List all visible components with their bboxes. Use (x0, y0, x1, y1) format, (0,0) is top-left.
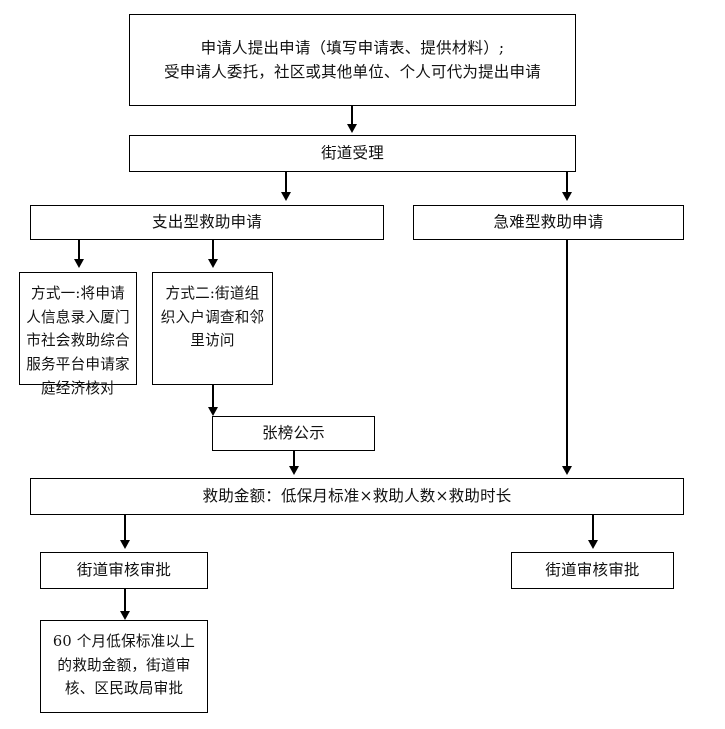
node-public-posting-label: 张榜公示 (262, 424, 325, 443)
node-emergency-type-application-label: 急难型救助申请 (493, 213, 604, 232)
arrowhead-amount-to-street-review-left (119, 540, 130, 549)
connector-amount-to-street-review-left (124, 515, 126, 542)
node-expenditure-type-application: 支出型救助申请 (30, 205, 384, 240)
arrowhead-expenditure-to-method-one (73, 259, 84, 268)
node-emergency-type-application: 急难型救助申请 (413, 205, 684, 240)
node-expenditure-type-application-label: 支出型救助申请 (152, 213, 262, 232)
arrowhead-apply-to-accept (346, 124, 357, 133)
arrowhead-amount-to-street-review-right (587, 540, 598, 549)
arrowhead-expenditure-to-method-two (207, 259, 218, 268)
node-method-one: 方式一:将申请人信息录入厦门市社会救助综合服务平台申请家庭经济核对 (19, 272, 137, 397)
connector-street-review-to-district-review (124, 589, 126, 613)
node-street-review-left: 街道审核审批 (40, 552, 208, 589)
connector-expenditure-to-method-one (78, 240, 80, 262)
connector-emergency-to-amount (566, 240, 568, 468)
arrowhead-emergency-to-amount (561, 466, 572, 475)
node-method-one-label: 方式一:将申请人信息录入厦门市社会救助综合服务平台申请家庭经济核对 (26, 285, 130, 397)
connector-expenditure-to-method-two (212, 240, 214, 262)
node-street-acceptance-label: 街道受理 (321, 144, 384, 163)
connector-apply-to-accept (351, 106, 353, 128)
node-street-review-right-label: 街道审核审批 (545, 561, 640, 580)
node-method-two-label: 方式二:街道组织入户调查和邻里访问 (160, 285, 265, 350)
node-district-civil-affairs-review-label: 60 个月低保标准以上的救助金额，街道审核、区民政局审批 (52, 633, 196, 698)
connector-amount-to-street-review-right (592, 515, 594, 542)
node-street-review-right: 街道审核审批 (511, 552, 674, 589)
arrowhead-street-review-to-district-review (119, 611, 130, 620)
node-assistance-amount-formula-label: 救助金额：低保月标准×救助人数×救助时长 (202, 487, 512, 506)
node-street-review-left-label: 街道审核审批 (76, 561, 172, 580)
connector-posting-to-amount (293, 451, 295, 469)
node-method-two: 方式二:街道组织入户调查和邻里访问 (152, 272, 273, 385)
node-applicant-submits-application: 申请人提出申请（填写申请表、提供材料）; 受申请人委托，社区或其他单位、个人可代… (129, 14, 576, 106)
arrowhead-posting-to-amount (288, 466, 299, 475)
node-applicant-submits-application-label: 申请人提出申请（填写申请表、提供材料）; 受申请人委托，社区或其他单位、个人可代… (164, 38, 541, 81)
node-public-posting: 张榜公示 (212, 416, 375, 451)
node-street-acceptance: 街道受理 (129, 135, 576, 172)
arrowhead-accept-to-expenditure (280, 192, 291, 201)
node-assistance-amount-formula: 救助金额：低保月标准×救助人数×救助时长 (30, 478, 684, 515)
arrowhead-accept-to-emergency (561, 192, 572, 201)
arrowhead-method-two-to-posting (207, 407, 218, 416)
connector-accept-to-emergency (566, 172, 568, 195)
connector-method-two-to-posting (212, 385, 214, 409)
connector-accept-to-expenditure (285, 172, 287, 195)
node-district-civil-affairs-review: 60 个月低保标准以上的救助金额，街道审核、区民政局审批 (40, 620, 208, 713)
